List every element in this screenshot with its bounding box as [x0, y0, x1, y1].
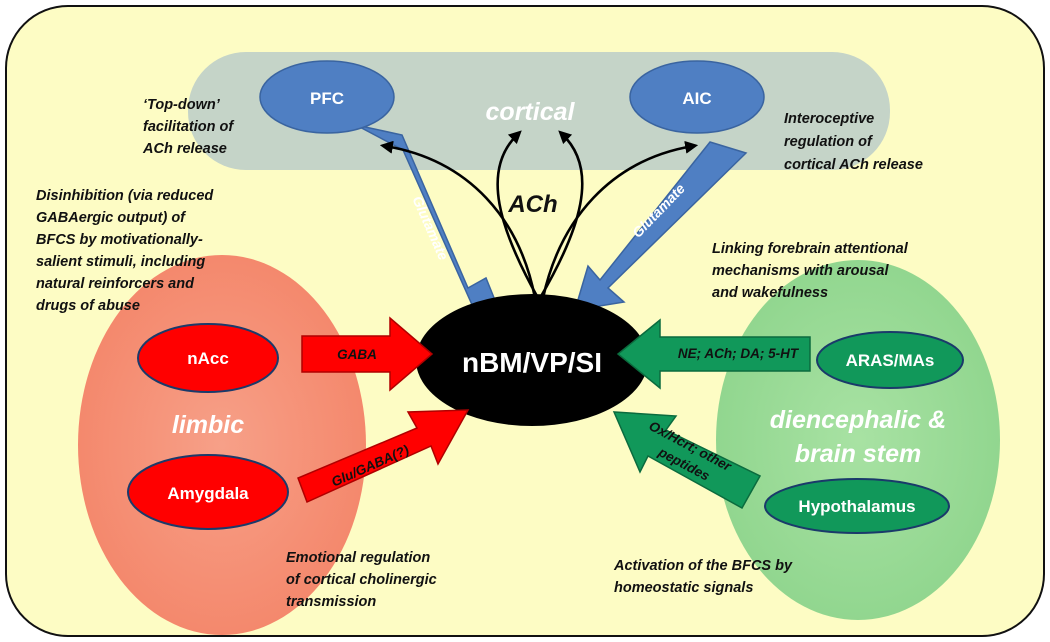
note-disinhibition-line-1: Disinhibition (via reduced: [36, 188, 214, 204]
ach-arrow-4: [541, 140, 699, 299]
ne-label: NE; ACh; DA; 5-HT: [678, 346, 800, 361]
nacc-node: [137, 323, 279, 393]
region-label-limbic: limbic: [172, 411, 244, 439]
hypothalamus-node-label: Hypothalamus: [798, 497, 915, 516]
ox-hcrt-arrow: [612, 411, 762, 510]
note-emotional-line-3: transmission: [286, 594, 376, 610]
aic-node-label: AIC: [682, 89, 711, 108]
note-top-down: ‘Top-down’ facilitation of ACh release: [142, 97, 237, 157]
aic-node: [629, 60, 765, 134]
note-interoceptive: Interoceptive regulation of cortical ACh…: [784, 111, 923, 173]
region-label-cortical: cortical: [486, 98, 576, 126]
ach-arrows: [379, 130, 699, 299]
note-activation-line-2: homeostatic signals: [614, 580, 753, 596]
note-disinhibition: Disinhibition (via reduced GABAergic out…: [36, 188, 217, 314]
center-node: [416, 294, 648, 426]
gaba-arrow: [301, 316, 434, 392]
note-linking: Linking forebrain attentional mechanisms…: [712, 241, 912, 301]
glu-gaba-arrow: [297, 409, 470, 504]
note-linking-line-1: Linking forebrain attentional: [712, 241, 909, 257]
glutamate-arrow-right: [573, 141, 748, 311]
hypothalamus-node: [764, 478, 950, 534]
center-node-label: nBM/VP/SI: [462, 347, 602, 378]
note-disinhibition-line-3: BFCS by motivationally-: [36, 232, 203, 248]
note-top-down-line-1: ‘Top-down’: [143, 97, 221, 113]
region-label-diencephalic-1: diencephalic &: [770, 406, 946, 434]
ach-label: ACh: [507, 191, 557, 218]
note-interoceptive-line-2: regulation of: [784, 134, 874, 150]
note-activation-line-1: Activation of the BFCS by: [613, 558, 793, 574]
note-emotional: Emotional regulation of cortical choline…: [286, 550, 441, 610]
note-disinhibition-line-5: natural reinforcers and: [36, 276, 195, 292]
note-disinhibition-line-6: drugs of abuse: [36, 298, 140, 314]
note-interoceptive-line-1: Interoceptive: [784, 111, 874, 127]
pfc-node-label: PFC: [310, 89, 344, 108]
aras-node-label: ARAS/MAs: [846, 351, 935, 370]
note-emotional-line-1: Emotional regulation: [286, 550, 430, 566]
note-top-down-line-3: ACh release: [142, 141, 227, 157]
ach-arrow-2: [496, 130, 540, 299]
note-disinhibition-line-4: salient stimuli, including: [36, 254, 205, 270]
note-emotional-line-2: of cortical cholinergic: [286, 572, 437, 588]
aras-node: [816, 331, 964, 389]
gaba-label: GABA: [337, 347, 377, 362]
note-activation: Activation of the BFCS by homeostatic si…: [613, 558, 796, 596]
ach-arrow-1: [379, 140, 537, 299]
region-label-diencephalic-2: brain stem: [795, 440, 921, 468]
note-linking-line-3: and wakefulness: [712, 285, 828, 301]
note-interoceptive-line-3: cortical ACh release: [784, 157, 923, 173]
ne-arrow: [616, 318, 811, 390]
amygdala-node-label: Amygdala: [167, 484, 249, 503]
ach-arrow-3: [538, 130, 584, 299]
note-linking-line-2: mechanisms with arousal: [712, 263, 889, 279]
note-top-down-line-2: facilitation of: [143, 119, 235, 135]
pfc-node: [259, 60, 395, 134]
nacc-node-label: nAcc: [187, 349, 229, 368]
note-disinhibition-line-2: GABAergic output) of: [36, 210, 187, 226]
amygdala-node: [127, 454, 289, 530]
